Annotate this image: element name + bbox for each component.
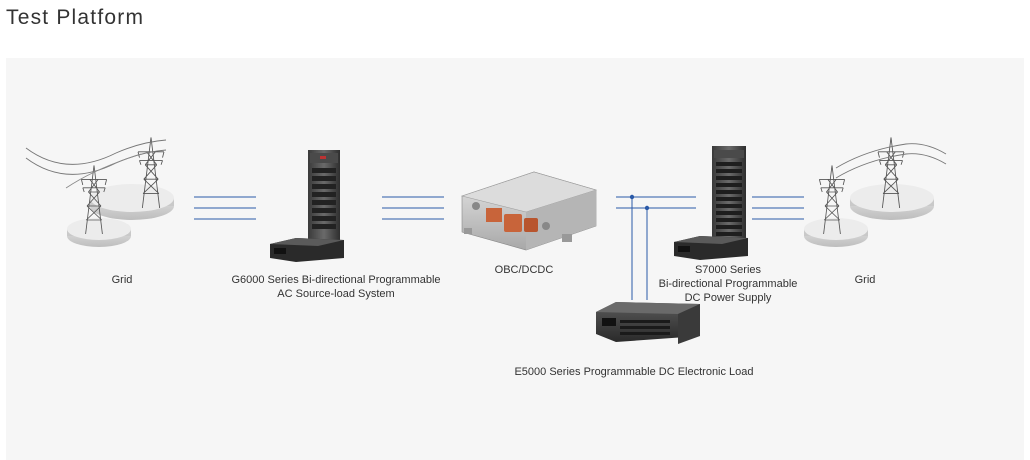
page-title: Test Platform: [6, 6, 145, 29]
s7000-rack-icon: [674, 146, 748, 260]
connection-lines-g6000-to-obc: [382, 196, 444, 220]
grid-right-label: Grid: [854, 274, 876, 286]
s7000-label-line3: DC Power Supply: [684, 292, 772, 304]
diagram-canvas: [25, 136, 947, 344]
g6000-label-line1: G6000 Series Bi-directional Programmable: [231, 274, 441, 286]
connection-lines-obc-to-s7000: [616, 194, 696, 300]
s7000-label-line2: Bi-directional Programmable: [658, 278, 798, 290]
s7000-label: S7000 Series Bi-directional Programmable…: [638, 263, 818, 305]
g6000-label: G6000 Series Bi-directional Programmable…: [206, 273, 466, 301]
g6000-rack-icon: [270, 150, 344, 262]
grid-right-icon: [804, 136, 947, 247]
test-platform-diagram: Grid G6000 Series Bi-directional Program…: [6, 58, 1024, 460]
connection-lines-s7000-to-grid: [752, 196, 804, 220]
obc-dcdc-module-icon: [460, 171, 598, 251]
s7000-label-line1: S7000 Series: [694, 264, 762, 276]
e5000-load-icon: [596, 302, 700, 344]
e5000-label: E5000 Series Programmable DC Electronic …: [514, 366, 754, 378]
grid-left-icon: [25, 136, 174, 247]
obc-dcdc-label: OBC/DCDC: [494, 264, 554, 276]
connection-lines-grid-to-g6000: [194, 196, 256, 220]
grid-left-label: Grid: [111, 274, 133, 286]
g6000-label-line2: AC Source-load System: [277, 288, 395, 300]
